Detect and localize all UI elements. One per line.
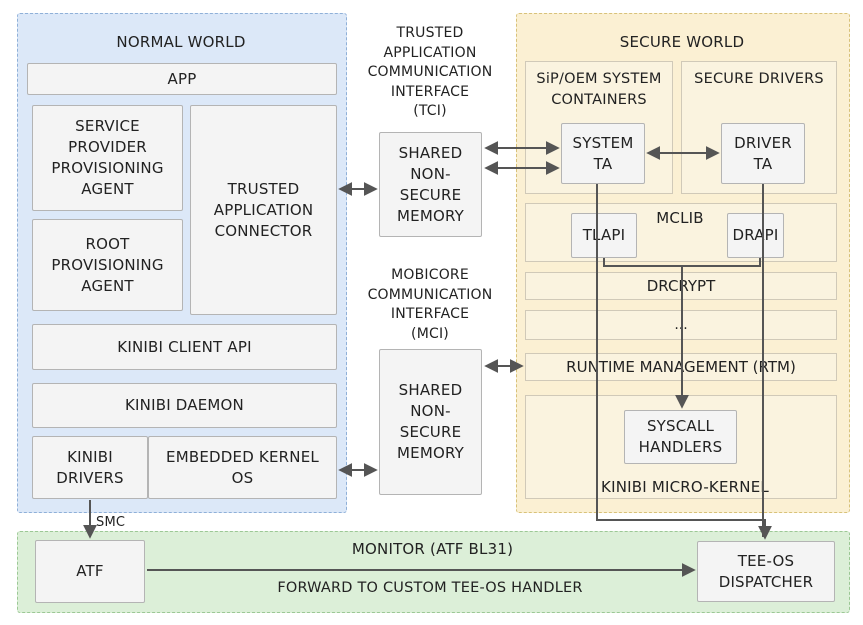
sp-provisioning-agent-label: SERVICE PROVIDER PROVISIONING AGENT [51, 117, 164, 198]
kinibi-client-api-box: KINIBI CLIENT API [32, 324, 337, 370]
drcrypt-panel: DRCRYPT [525, 272, 837, 300]
tlapi-box: TLAPI [571, 213, 637, 258]
rtm-label: RUNTIME MANAGEMENT (RTM) [566, 358, 796, 376]
system-ta-label: SYSTEM TA [572, 133, 634, 173]
mclib-label: MCLIB [656, 209, 704, 227]
tci-memory-label: SHARED NON- SECURE MEMORY [397, 143, 464, 225]
ellipsis-panel: ... [525, 310, 837, 340]
monitor-title: MONITOR (ATF BL31) [351, 540, 514, 558]
app-label: APP [167, 69, 197, 88]
system-ta-box: SYSTEM TA [561, 123, 645, 184]
forward-label: FORWARD TO CUSTOM TEE-OS HANDLER [277, 580, 583, 596]
driver-ta-box: DRIVER TA [721, 123, 805, 184]
kinibi-daemon-box: KINIBI DAEMON [32, 383, 337, 428]
trusted-application-connector-box: TRUSTED APPLICATION CONNECTOR [190, 105, 337, 315]
tci-label: TRUSTED APPLICATION COMMUNICATION INTERF… [367, 25, 493, 119]
atf-label: ATF [76, 562, 104, 580]
tee-os-dispatcher-box: TEE-OS DISPATCHER [697, 541, 835, 602]
client-api-label: KINIBI CLIENT API [117, 337, 252, 356]
drapi-box: DRAPI [727, 213, 784, 258]
app-box: APP [27, 63, 337, 95]
embedded-kernel-os-box: EMBEDDED KERNEL OS [148, 436, 337, 499]
mci-memory-label: SHARED NON- SECURE MEMORY [397, 381, 464, 462]
secure-world-title: SECURE WORLD [619, 33, 745, 51]
smc-label: SMC [96, 515, 126, 530]
secure-drivers-label: SECURE DRIVERS [694, 71, 824, 87]
ellipsis-label: ... [674, 317, 688, 333]
tlapi-label: TLAPI [582, 226, 626, 244]
kinibi-drivers-box: KINIBI DRIVERS [32, 436, 148, 499]
root-provisioning-agent-box: ROOT PROVISIONING AGENT [32, 219, 183, 311]
micro-kernel-label: KINIBI MICRO-KERNEL [601, 478, 769, 496]
drapi-label: DRAPI [732, 226, 779, 244]
tac-label: TRUSTED APPLICATION CONNECTOR [213, 179, 314, 240]
rtm-panel: RUNTIME MANAGEMENT (RTM) [525, 353, 837, 381]
sp-provisioning-agent-box: SERVICE PROVIDER PROVISIONING AGENT [32, 105, 183, 211]
atf-box: ATF [35, 540, 145, 603]
root-provisioning-agent-label: ROOT PROVISIONING AGENT [51, 234, 164, 295]
containers-label: SiP/OEM SYSTEM CONTAINERS [536, 71, 662, 108]
drcrypt-label: DRCRYPT [646, 277, 716, 295]
normal-world-title: NORMAL WORLD [116, 33, 246, 51]
driver-ta-label: DRIVER TA [734, 133, 792, 173]
tci-shared-memory-box: SHARED NON- SECURE MEMORY [379, 132, 482, 237]
dispatcher-label: TEE-OS DISPATCHER [718, 551, 814, 591]
syscall-handlers-box: SYSCALL HANDLERS [624, 410, 737, 464]
embedded-label: EMBEDDED KERNEL OS [166, 447, 319, 487]
drivers-label: KINIBI DRIVERS [56, 447, 124, 487]
mci-shared-memory-box: SHARED NON- SECURE MEMORY [379, 349, 482, 495]
mci-label: MOBICORE COMMUNICATION INTERFACE (MCI) [367, 267, 493, 342]
daemon-label: KINIBI DAEMON [125, 396, 244, 414]
syscall-label: SYSCALL HANDLERS [638, 417, 723, 456]
